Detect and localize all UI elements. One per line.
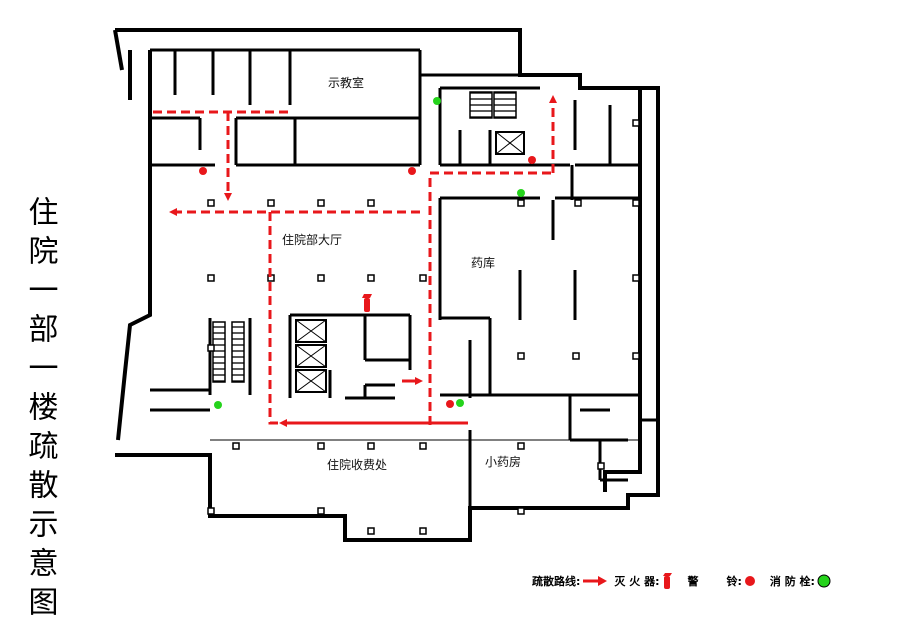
columns xyxy=(207,119,640,535)
evacuation-routes xyxy=(153,95,557,427)
room-label-small-pharmacy: 小药房 xyxy=(485,454,521,469)
green-dot-icon xyxy=(214,401,222,409)
red-dot-icon xyxy=(744,576,755,586)
room-label-hall: 住院部大厅 xyxy=(282,232,342,247)
alarm-bells xyxy=(199,156,536,408)
legend-bell-label: 铃: xyxy=(726,575,742,588)
legend: 疏散路线: 灭 火 器: 警 铃: 消 防 栓: xyxy=(532,572,831,590)
green-dot-icon xyxy=(433,97,441,105)
red-dot-icon xyxy=(528,156,536,164)
room-label-cashier: 住院收费处 xyxy=(327,458,387,472)
elevator-shafts xyxy=(295,131,525,393)
legend-hydrant-label: 消 防 栓: xyxy=(769,575,815,588)
red-dot-icon xyxy=(199,167,207,175)
fire-extinguisher-icon xyxy=(663,573,673,589)
title-text: 住院一部一楼疏散示意图 xyxy=(22,196,58,625)
floor-plan: 示教室 住院部大厅 药库 住院收费处 小药房 xyxy=(113,28,660,542)
room-label-pharmacy-store: 药库 xyxy=(471,255,495,270)
stairwells xyxy=(212,91,517,383)
legend-route-label: 疏散路线: xyxy=(532,575,581,588)
red-dot-icon xyxy=(408,167,416,175)
legend-alarm-label: 警 xyxy=(687,575,699,588)
red-dot-icon xyxy=(446,400,454,408)
outer-walls xyxy=(113,28,660,542)
diagram-title: 住院一部一楼疏散示意图 xyxy=(20,196,60,625)
green-dot-icon xyxy=(817,574,831,588)
legend-extinguisher-label: 灭 火 器: xyxy=(614,575,660,588)
red-arrow-icon xyxy=(583,576,608,586)
green-dot-icon xyxy=(456,399,464,407)
fire-extinguisher-icon xyxy=(362,294,372,312)
room-label-teaching: 示教室 xyxy=(328,75,364,90)
green-dot-icon xyxy=(517,189,525,197)
fire-hydrants xyxy=(214,97,525,409)
interior-walls xyxy=(150,48,658,508)
